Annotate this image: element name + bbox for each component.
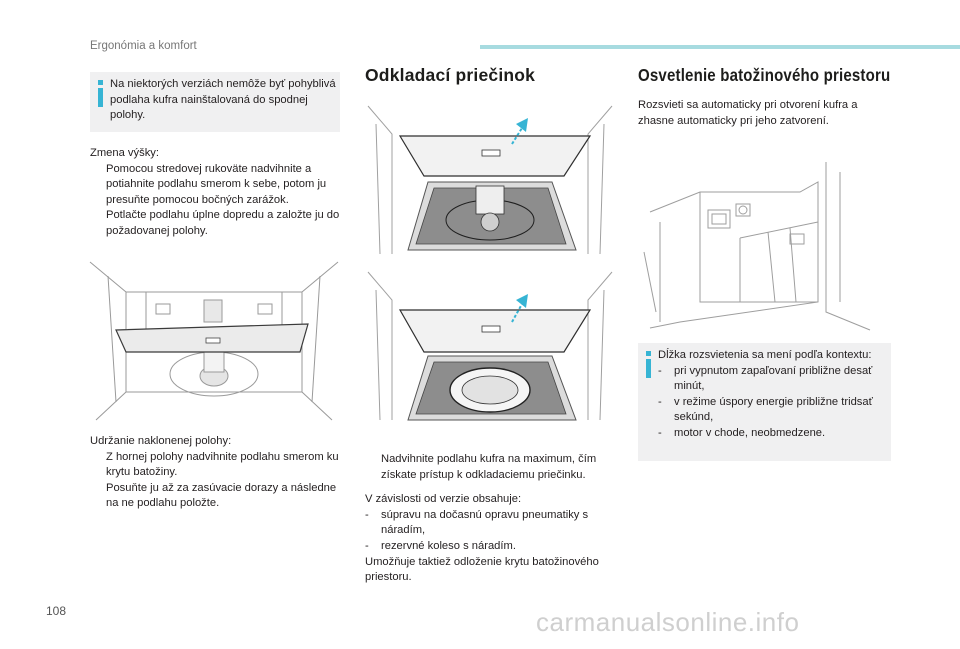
dash-mark: - (658, 426, 662, 439)
list-item: Nadvihnite podlahu kufra na maximum, čím… (365, 452, 615, 483)
list-item: - motor v chode, neobmedzene. (658, 426, 890, 442)
page-number: 108 (46, 604, 67, 618)
height-change-section: Zmena výšky: Pomocou stredovej rukoväte … (90, 146, 342, 240)
incline-title: Udržanie naklonenej polohy: (90, 435, 232, 447)
list-item-text: v režime úspory energie približne tridsa… (674, 395, 873, 424)
list-item: - súpravu na dočasnú opravu pneumatiky s… (365, 508, 615, 539)
dash-mark: - (365, 508, 369, 521)
storage-compartment-heading: Odkladací priečinok (365, 65, 536, 85)
list-item: - pri vypnutom zapaľovaní približne desa… (658, 364, 890, 395)
list-item: Posuňte ju až za zasúvacie dorazy a násl… (90, 481, 342, 512)
storage-compartment-body: Nadvihnite podlahu kufra na maximum, čím… (365, 452, 615, 586)
list-item-text: Posuňte ju až za zasúvacie dorazy a násl… (106, 481, 337, 510)
list-item-text: pri vypnutom zapaľovaní približne desať … (674, 364, 873, 393)
dash-mark: - (658, 364, 662, 377)
lighting-duration-note: Dĺžka rozsvietenia sa mení podľa kontext… (638, 343, 891, 461)
info-icon (94, 80, 108, 110)
list-item: - v režime úspory energie približne trid… (658, 395, 890, 426)
info-note-text: Na niektorých verziách nemôže byť pohybl… (110, 78, 336, 122)
list-item-text: súpravu na dočasnú opravu pneumatiky s n… (381, 508, 589, 537)
info-icon (642, 351, 656, 381)
spare-wheel-compartment-illustration (364, 270, 616, 428)
list-item: Pomocou stredovej rukoväte nadvihnite a … (90, 162, 342, 209)
list-item-text: Z hornej polohy nadvihnite podlahu smero… (106, 450, 339, 479)
list-item-text: motor v chode, neobmedzene. (674, 426, 826, 439)
list-item-text: Potlačte podlahu úplne dopredu a založte… (106, 209, 340, 237)
info-note: Na niektorých verziách nemôže byť pohybl… (90, 72, 340, 132)
list-item: Potlačte podlahu úplne dopredu a založte… (90, 208, 342, 239)
lighting-note-content: Dĺžka rozsvietenia sa mení podľa kontext… (658, 348, 890, 442)
repair-kit-compartment-illustration (364, 104, 616, 262)
list-item-text: rezervné koleso s náradím. (381, 539, 516, 552)
list-item: - rezervné koleso s náradím. (365, 539, 615, 555)
trunk-lighting-illustration (640, 152, 890, 332)
list-item: Z hornej polohy nadvihnite podlahu smero… (90, 450, 342, 481)
height-change-title: Zmena výšky: (90, 147, 160, 159)
list-item-text: Nadvihnite podlahu kufra na maximum, čím… (381, 453, 597, 481)
page-header-title: Ergonómia a komfort (90, 40, 197, 52)
trunk-lighting-heading: Osvetlenie batožinového priestoru (638, 65, 891, 85)
trunk-lighting-text: Rozsvieti sa automaticky pri otvorení ku… (638, 99, 858, 127)
contents-intro: V závislosti od verzie obsahuje: (365, 493, 522, 506)
storage-footer-text: Umožňuje taktiež odloženie krytu batožin… (365, 555, 599, 584)
lighting-note-title: Dĺžka rozsvietenia sa mení podľa kontext… (658, 349, 872, 361)
list-item-text: Pomocou stredovej rukoväte nadvihnite a … (106, 162, 327, 206)
dash-mark: - (365, 539, 369, 552)
watermark: carmanualsonline.info (536, 607, 800, 637)
incline-section: Udržanie naklonenej polohy: Z hornej pol… (90, 434, 342, 512)
header-accent-bar (480, 45, 960, 49)
dash-mark: - (658, 395, 662, 408)
trunk-inclined-floor-illustration (86, 252, 342, 422)
